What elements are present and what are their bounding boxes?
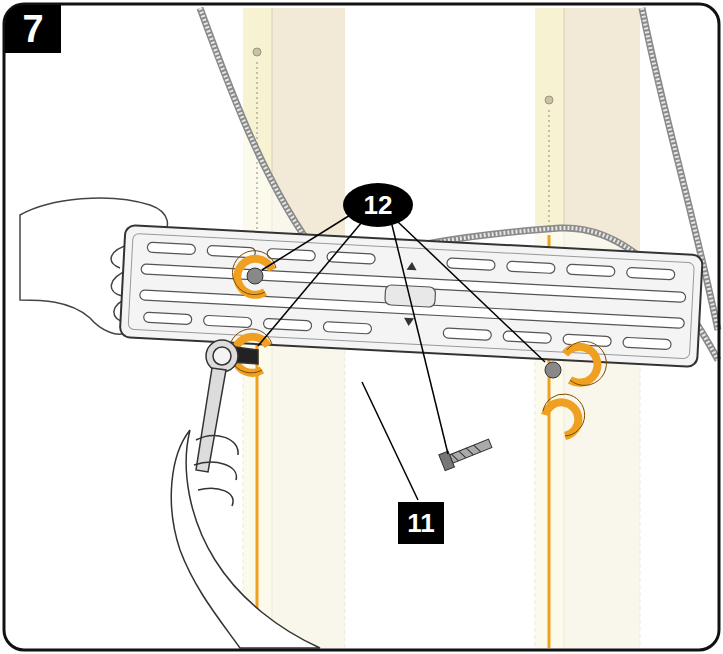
callout-number: 11 [398, 502, 444, 544]
panel-frame [4, 4, 719, 650]
wall-plate [120, 225, 703, 367]
lag-bolts [247, 268, 561, 471]
callout-number: 12 [343, 183, 413, 227]
leader-lines [258, 212, 545, 500]
ratchet-and-hand [171, 340, 320, 648]
step-number: 7 [5, 5, 61, 53]
washers [234, 259, 597, 436]
